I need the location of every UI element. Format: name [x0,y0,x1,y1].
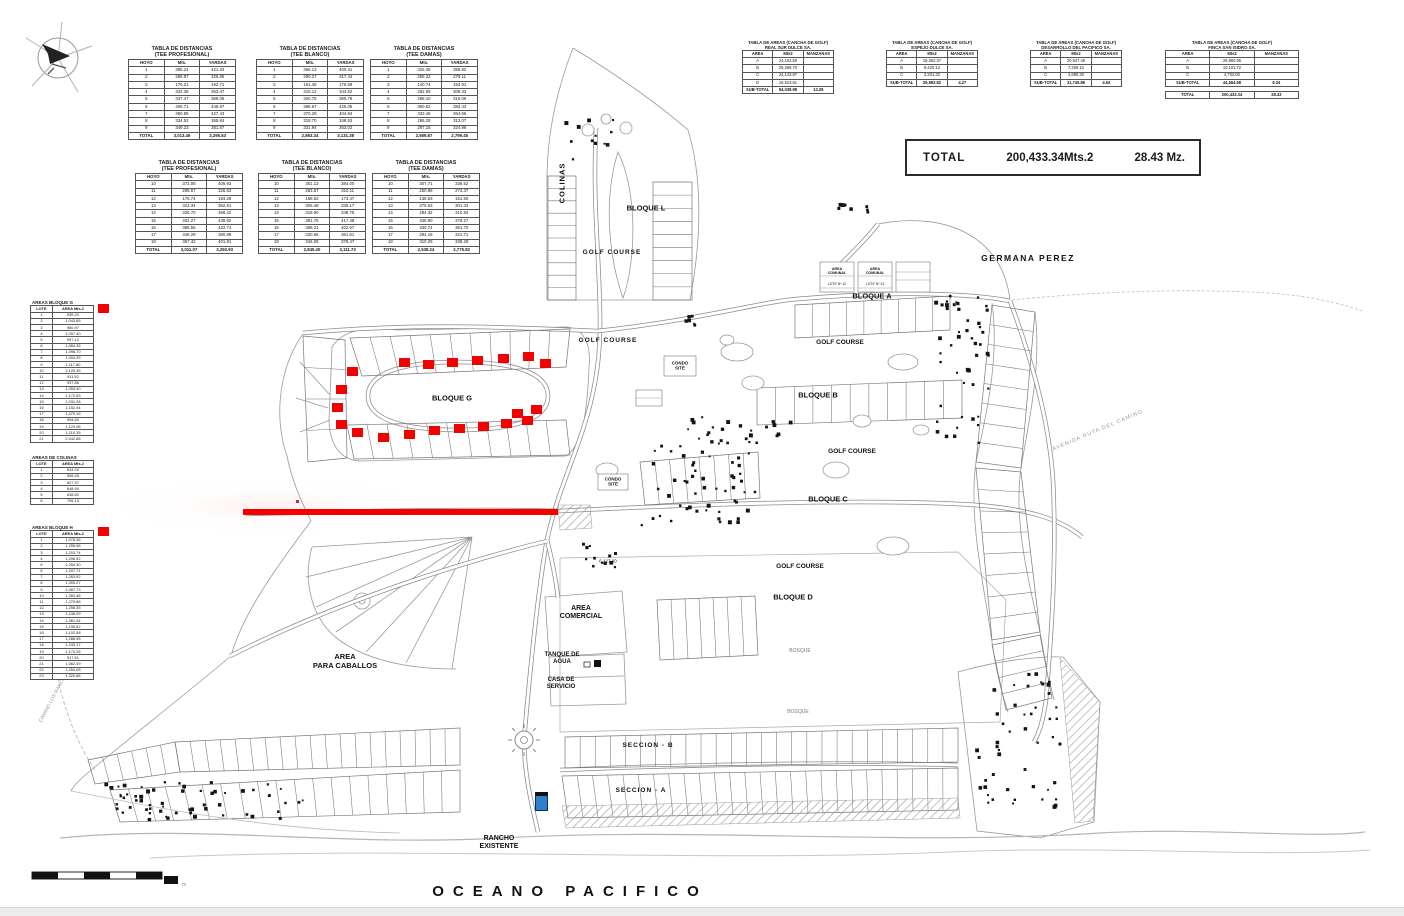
lot-table-title: AREAS BLOQUE G [32,300,74,305]
scale-bar-icon: m [31,871,186,888]
distance-table-title: TABLA DE DISTANCIAS (TEE DAMAS) [395,160,457,173]
mini-legend-boxes [597,261,931,491]
distance-table-title: TABLA DE DISTANCIAS (TEE PROFESIONAL) [151,46,213,59]
distance-table-title: TABLA DE DISTANCIAS (TEE BLANCO) [281,160,343,173]
area-table-title: TABLA DE AREAS (CANCHA DE GOLF) DESARROL… [1035,40,1117,51]
water-tank-icon [583,660,601,668]
total-area-box: TOTAL 200,433.34Mts.2 28.43 Mz. [905,139,1201,176]
shoreline [59,790,1371,859]
compass-rose-icon [25,21,93,93]
tree-clusters [104,118,1062,822]
area-table: TABLA DE AREAS (CANCHA DE GOLF) ESPEJO D… [885,40,979,87]
area-table-title: TABLA DE AREAS (CANCHA DE GOLF) ESPEJO D… [891,40,973,51]
roundabout-icon [508,724,540,756]
total-label: TOTAL [923,151,966,164]
golf-greens [595,334,930,556]
beach-hatch [557,504,1101,829]
distance-table-title: TABLA DE DISTANCIAS (TEE BLANCO) [279,46,341,59]
distance-table: TABLA DE DISTANCIAS (TEE PROFESIONAL)HOY… [135,160,243,255]
distance-table-title: TABLA DE DISTANCIAS (TEE DAMAS) [393,46,455,59]
total-manzanas-value: 28.43 Mz. [1134,151,1186,164]
area-table: TABLA DE AREAS (CANCHA DE GOLF) DESARROL… [1029,40,1123,87]
area-table: TABLA DE AREAS (CANCHA DE GOLF) REAL SUR… [741,40,835,94]
lot-table-title: AREAS DE COLINAS [32,455,77,460]
ocean-pacifico-label: OCEANO PACIFICO [432,883,708,900]
svg-text:m: m [182,882,186,888]
area-table: TABLA DE AREAS (CANCHA DE GOLF) FINCA SA… [1164,40,1300,99]
lot-table-title: AREAS BLOQUE H [32,525,73,530]
area-table-title: TABLA DE AREAS (CANCHA DE GOLF) FINCA SA… [1191,40,1273,51]
sheet-edge [0,907,1404,916]
scan-smudge [110,478,430,534]
distance-table-title: TABLA DE DISTANCIAS (TEE PROFESIONAL) [158,160,220,173]
distance-table: TABLA DE DISTANCIAS (TEE PROFESIONAL)HOY… [128,46,236,141]
area-table-title: TABLA DE AREAS (CANCHA DE GOLF) REAL SUR… [747,40,829,51]
total-area-value: 200,433.34Mts.2 [1006,151,1094,164]
